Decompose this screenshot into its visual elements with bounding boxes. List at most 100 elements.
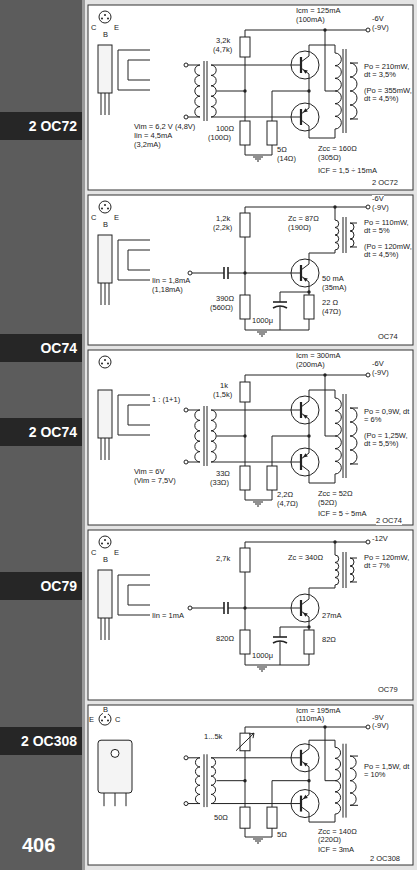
wire — [335, 542, 336, 555]
wire — [257, 161, 259, 162]
wire — [301, 401, 309, 407]
pin-dot — [101, 720, 103, 722]
value-label: Po = 1,5W, dt = 10% — [364, 763, 412, 779]
base-bar — [300, 796, 302, 812]
wire — [272, 781, 273, 807]
wire — [309, 319, 310, 330]
value-label: Iin = 1,8mA — [152, 277, 190, 285]
wire — [309, 790, 310, 795]
wire — [309, 585, 335, 594]
wire — [228, 608, 291, 609]
coil-symbol — [211, 758, 216, 804]
wire — [343, 49, 344, 133]
transistor-symbol — [291, 594, 319, 622]
value-label: (2,2k) — [213, 224, 232, 232]
value-label: 1...5k — [204, 733, 222, 741]
wire — [350, 223, 357, 224]
terminal — [366, 373, 370, 377]
wire — [217, 780, 246, 781]
wire — [309, 259, 310, 264]
value-label: Zc = 87Ω — [288, 215, 319, 223]
value-label: (52Ω) — [318, 499, 337, 507]
wire — [343, 394, 344, 478]
circuit-panel — [88, 530, 413, 700]
wire — [272, 91, 273, 121]
wire — [301, 108, 309, 114]
wire — [188, 803, 200, 804]
terminal — [184, 115, 188, 119]
coil-symbol — [350, 223, 354, 247]
wire — [188, 757, 200, 758]
pin-dot — [107, 208, 109, 210]
wire — [245, 155, 272, 156]
value-label: E — [89, 716, 94, 724]
wire — [325, 727, 335, 781]
value-label: 82Ω — [322, 636, 336, 644]
wire — [309, 91, 310, 103]
mounting-hole — [111, 749, 119, 757]
wire — [272, 828, 273, 837]
wire — [245, 751, 246, 807]
value-label: (-9V) — [372, 722, 389, 730]
wire — [188, 410, 200, 411]
wire — [126, 793, 127, 806]
value-label: (3,2mA) — [134, 141, 161, 149]
value-label: B — [103, 31, 108, 39]
value-label: C — [115, 716, 120, 724]
resistor-symbol — [304, 295, 314, 319]
base-bar — [300, 109, 302, 125]
value-label: (1,5k) — [213, 391, 232, 399]
base-bar — [300, 57, 302, 73]
wire — [105, 283, 106, 305]
terminal — [366, 540, 370, 544]
pin-dot — [107, 18, 109, 20]
section-band: 2 OC308 — [0, 727, 82, 755]
junction-dot — [323, 373, 326, 376]
coil-symbol — [350, 63, 357, 119]
wire — [346, 552, 347, 588]
wire — [101, 283, 102, 305]
wire — [291, 273, 301, 274]
transistor-symbol — [291, 51, 319, 79]
value-label: E — [114, 214, 119, 222]
coil-symbol — [350, 558, 354, 582]
value-label: (110mA) — [296, 715, 324, 723]
circuit-panel — [88, 5, 413, 190]
wire — [101, 93, 102, 115]
wire — [245, 57, 246, 121]
value-label: B — [103, 221, 108, 229]
wire — [350, 558, 357, 559]
value-label: Icm = 195mA — [296, 707, 340, 715]
value-label: 50Ω — [214, 814, 228, 822]
wire — [309, 282, 310, 287]
wire — [291, 117, 301, 118]
band-label: 2 OC74 — [29, 424, 77, 440]
value-label: 1000μ — [252, 317, 273, 325]
emitter-arrow — [303, 415, 308, 419]
value-label: Icm = 300mA — [296, 352, 340, 360]
wire — [207, 406, 208, 466]
wire — [255, 504, 261, 505]
transistor-package — [98, 45, 112, 93]
wire — [350, 464, 358, 465]
wire — [301, 761, 309, 767]
page-number: 406 — [22, 834, 55, 856]
wire — [255, 841, 261, 842]
wire — [309, 654, 310, 665]
wire — [309, 474, 335, 483]
wire — [217, 91, 246, 92]
wire — [272, 436, 309, 437]
value-label: 1k — [220, 382, 228, 390]
coil-symbol — [335, 220, 339, 250]
wire — [211, 757, 291, 758]
value-label: -9V — [372, 714, 384, 722]
emitter-arrow — [303, 108, 308, 112]
wire — [291, 410, 301, 411]
resistor-symbol — [267, 807, 277, 828]
section-band: 2 OC72 — [0, 112, 82, 140]
wire — [309, 74, 310, 79]
wire — [280, 627, 309, 637]
value-label: OC74 — [378, 333, 398, 341]
terminal — [366, 205, 370, 209]
wire — [245, 375, 366, 376]
